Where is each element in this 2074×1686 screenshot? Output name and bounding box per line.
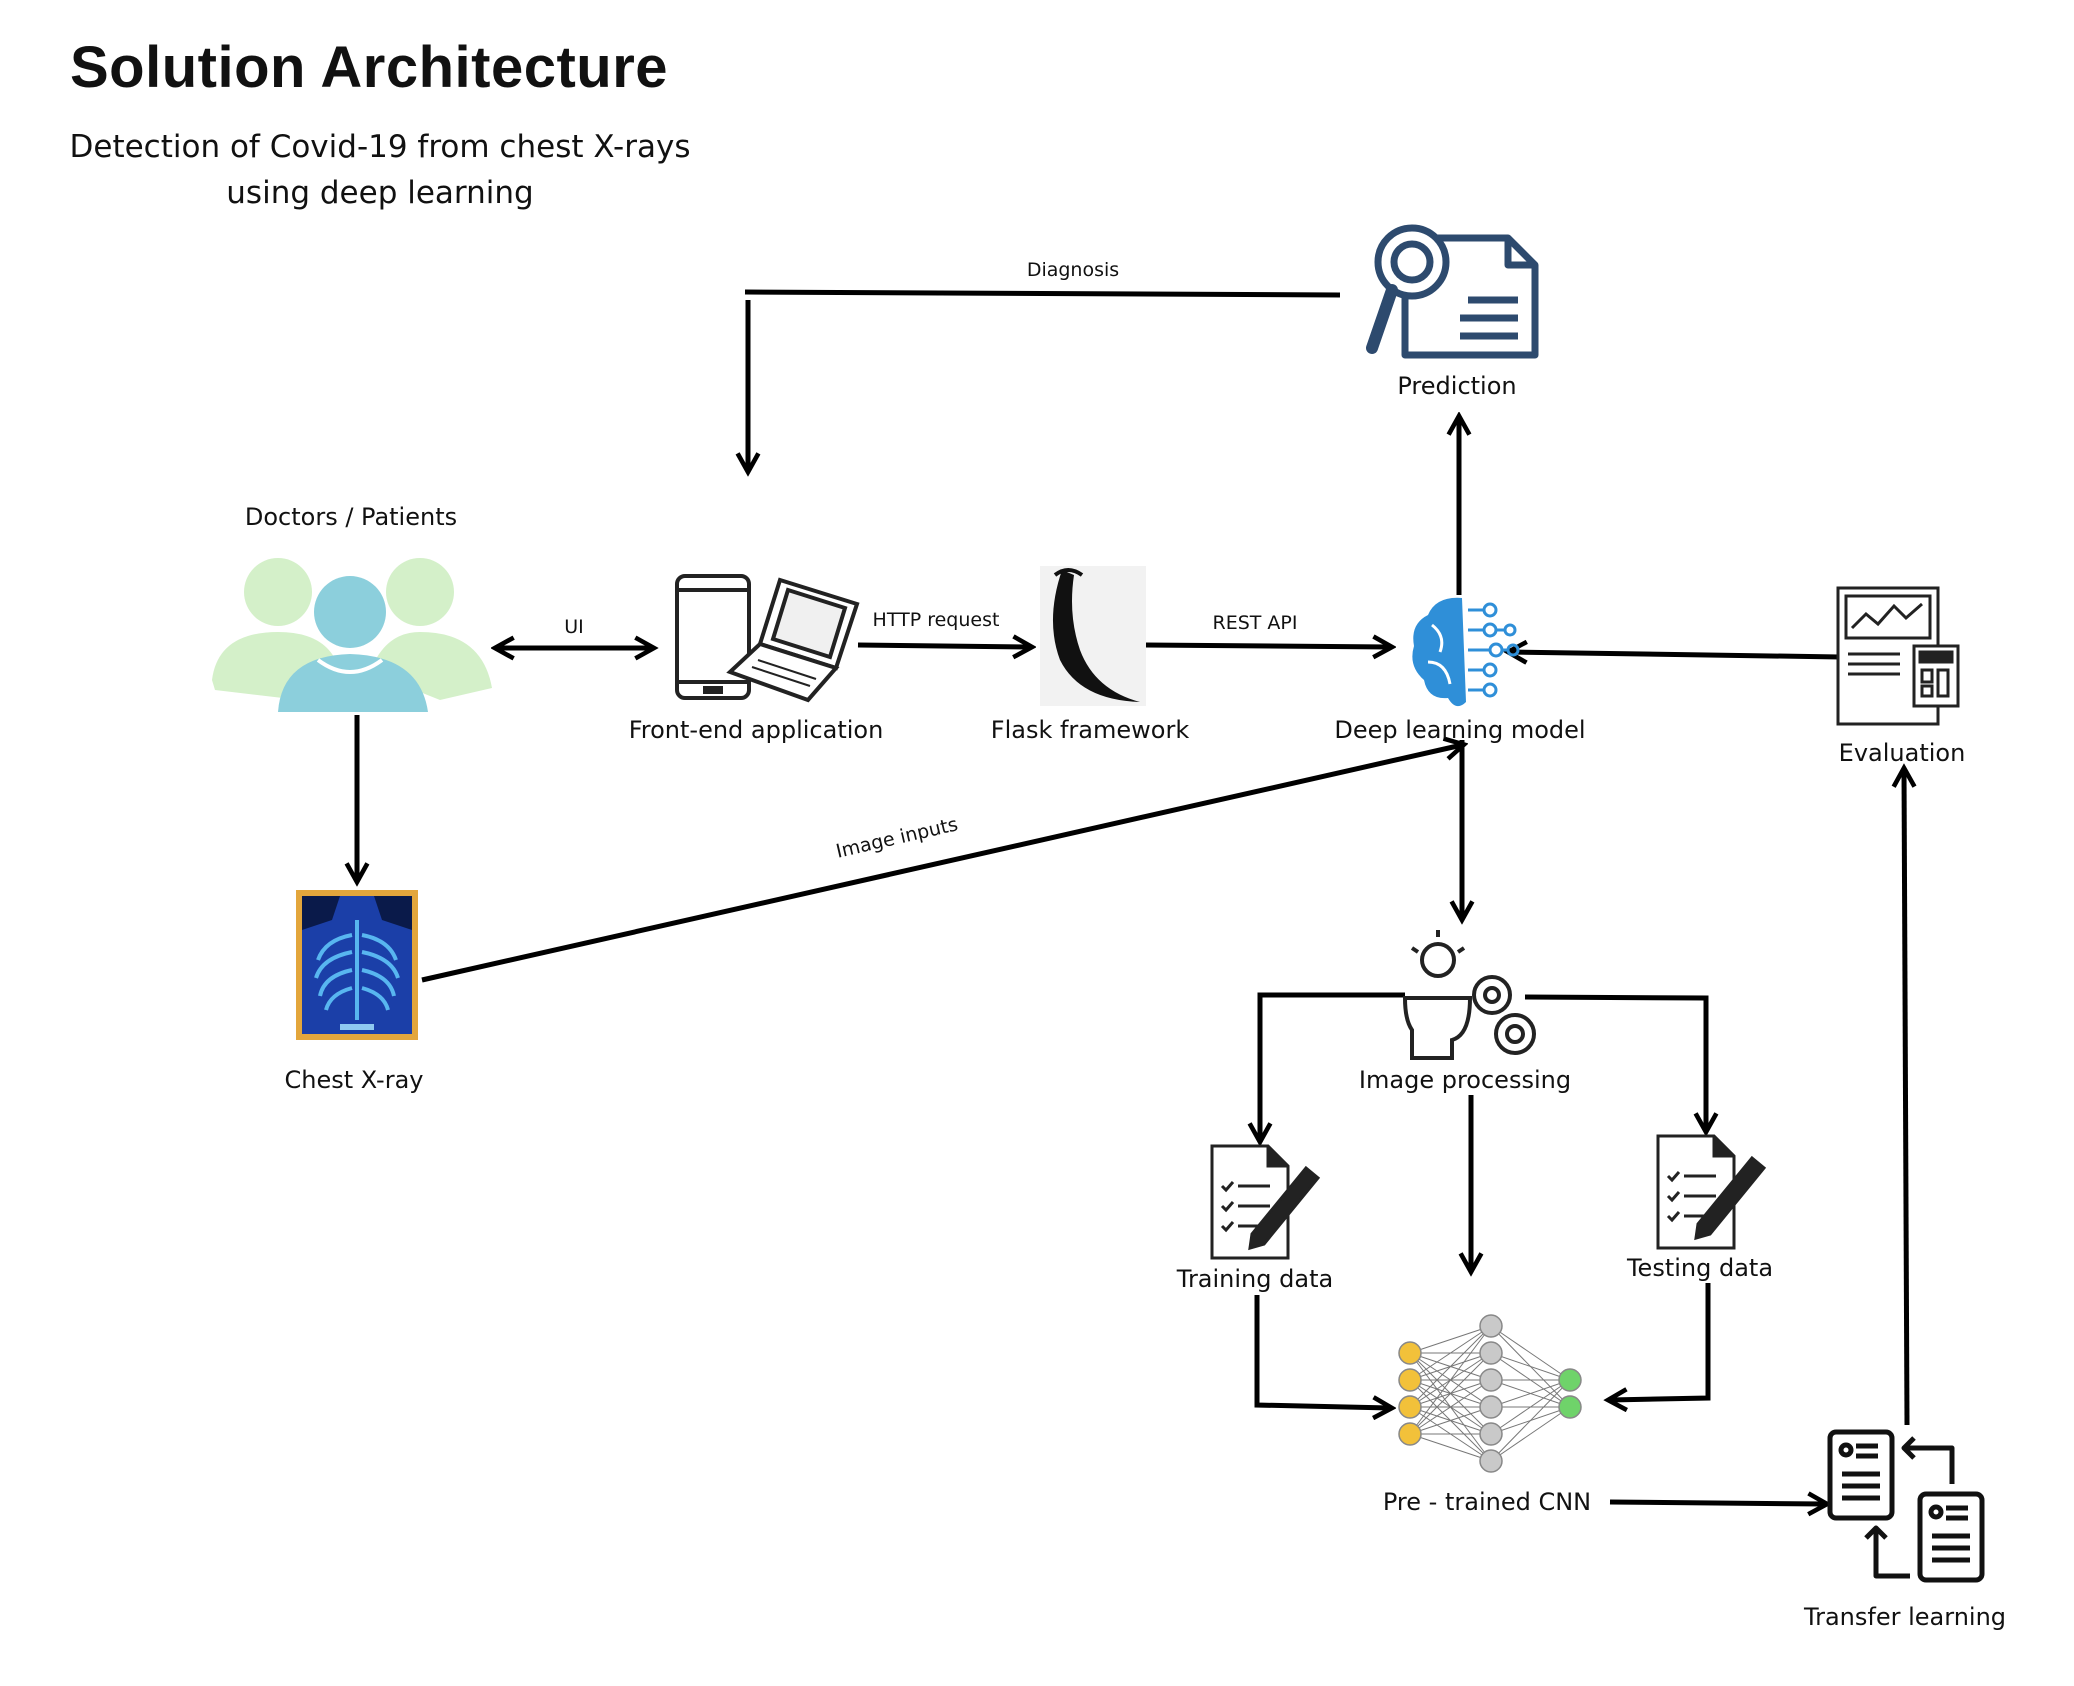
prediction-icon bbox=[1366, 224, 1539, 359]
edge-transfer-to-evaluation bbox=[1904, 770, 1907, 1426]
deep-learning-brain-icon bbox=[1412, 597, 1520, 707]
cnn-connection bbox=[1409, 1406, 1492, 1435]
front-end-application-icon bbox=[675, 574, 860, 703]
edge-image-inputs bbox=[421, 745, 1462, 983]
cnn-connection bbox=[1409, 1433, 1492, 1462]
edge-cnn-to-transfer bbox=[1609, 1502, 1825, 1504]
cnn-node bbox=[1398, 1368, 1422, 1392]
pretrained-cnn-label: Pre - trained CNN bbox=[1382, 1488, 1592, 1516]
cnn-connection bbox=[1409, 1379, 1492, 1435]
front-end-application-label: Front-end application bbox=[628, 716, 884, 744]
cnn-node bbox=[1558, 1368, 1582, 1392]
cnn-node bbox=[1398, 1341, 1422, 1365]
image-processing-label: Image processing bbox=[1358, 1066, 1572, 1094]
cnn-node bbox=[1479, 1395, 1503, 1419]
training-data-label: Training data bbox=[1176, 1265, 1334, 1293]
doctors-patients-label: Doctors / Patients bbox=[244, 503, 458, 531]
edge-to-training-data bbox=[1260, 992, 1405, 1140]
cnn-connection bbox=[1490, 1379, 1571, 1408]
evaluation-icon bbox=[1836, 586, 1960, 726]
cnn-connection bbox=[1490, 1379, 1571, 1435]
deep-learning-model-label: Deep learning model bbox=[1334, 716, 1586, 744]
cnn-connection bbox=[1409, 1325, 1492, 1354]
cnn-node bbox=[1398, 1422, 1422, 1446]
edge-rest-api bbox=[1144, 645, 1390, 647]
page-subtitle: Detection of Covid-19 from chest X-rays … bbox=[60, 124, 700, 216]
cnn-connection bbox=[1409, 1325, 1492, 1408]
cnn-node bbox=[1558, 1395, 1582, 1419]
pretrained-cnn-icon bbox=[1398, 1314, 1582, 1473]
cnn-connection bbox=[1409, 1325, 1492, 1381]
subtitle-line-1: Detection of Covid-19 from chest X-rays bbox=[69, 129, 691, 165]
edge-evaluation-to-model bbox=[1510, 652, 1841, 657]
edge-label-diagnosis: Diagnosis bbox=[1026, 259, 1120, 281]
cnn-node bbox=[1479, 1449, 1503, 1473]
edge-to-testing-data bbox=[1524, 994, 1706, 1130]
cnn-connection bbox=[1490, 1406, 1571, 1462]
testing-data-icon bbox=[1656, 1134, 1767, 1250]
testing-data-label: Testing data bbox=[1626, 1254, 1774, 1282]
prediction-label: Prediction bbox=[1397, 372, 1517, 400]
edge-http-request bbox=[857, 645, 1030, 647]
cnn-node bbox=[1479, 1368, 1503, 1392]
edge-testing-to-cnn bbox=[1610, 1283, 1711, 1400]
cnn-node bbox=[1479, 1341, 1503, 1365]
cnn-node bbox=[1479, 1422, 1503, 1446]
cnn-node bbox=[1479, 1314, 1503, 1338]
image-processing-icon bbox=[1402, 930, 1536, 1060]
transfer-learning-icon bbox=[1827, 1429, 1985, 1583]
flask-framework-label: Flask framework bbox=[990, 716, 1190, 744]
page-title: Solution Architecture bbox=[70, 35, 669, 100]
edge-label-http-request: HTTP request bbox=[872, 609, 1000, 631]
cnn-connection bbox=[1490, 1352, 1571, 1381]
edge-training-to-cnn bbox=[1254, 1295, 1390, 1408]
cnn-connection bbox=[1490, 1325, 1571, 1381]
subtitle-line-2: using deep learning bbox=[226, 175, 534, 211]
transfer-learning-label: Transfer learning bbox=[1803, 1603, 2007, 1631]
cnn-connection bbox=[1409, 1352, 1492, 1435]
evaluation-label: Evaluation bbox=[1838, 739, 1966, 767]
cnn-node bbox=[1398, 1395, 1422, 1419]
chest-xray-icon bbox=[296, 890, 418, 1040]
cnn-connection bbox=[1490, 1379, 1571, 1462]
edge-label-rest-api: REST API bbox=[1212, 612, 1298, 634]
training-data-icon bbox=[1210, 1144, 1321, 1260]
edge-diagnosis bbox=[744, 289, 1341, 298]
flask-framework-icon bbox=[1040, 566, 1146, 706]
doctors-patients-icon bbox=[212, 558, 492, 712]
chest-xray-label: Chest X-ray bbox=[284, 1066, 424, 1094]
cnn-connection bbox=[1409, 1325, 1492, 1435]
edge-label-ui: UI bbox=[564, 616, 584, 638]
